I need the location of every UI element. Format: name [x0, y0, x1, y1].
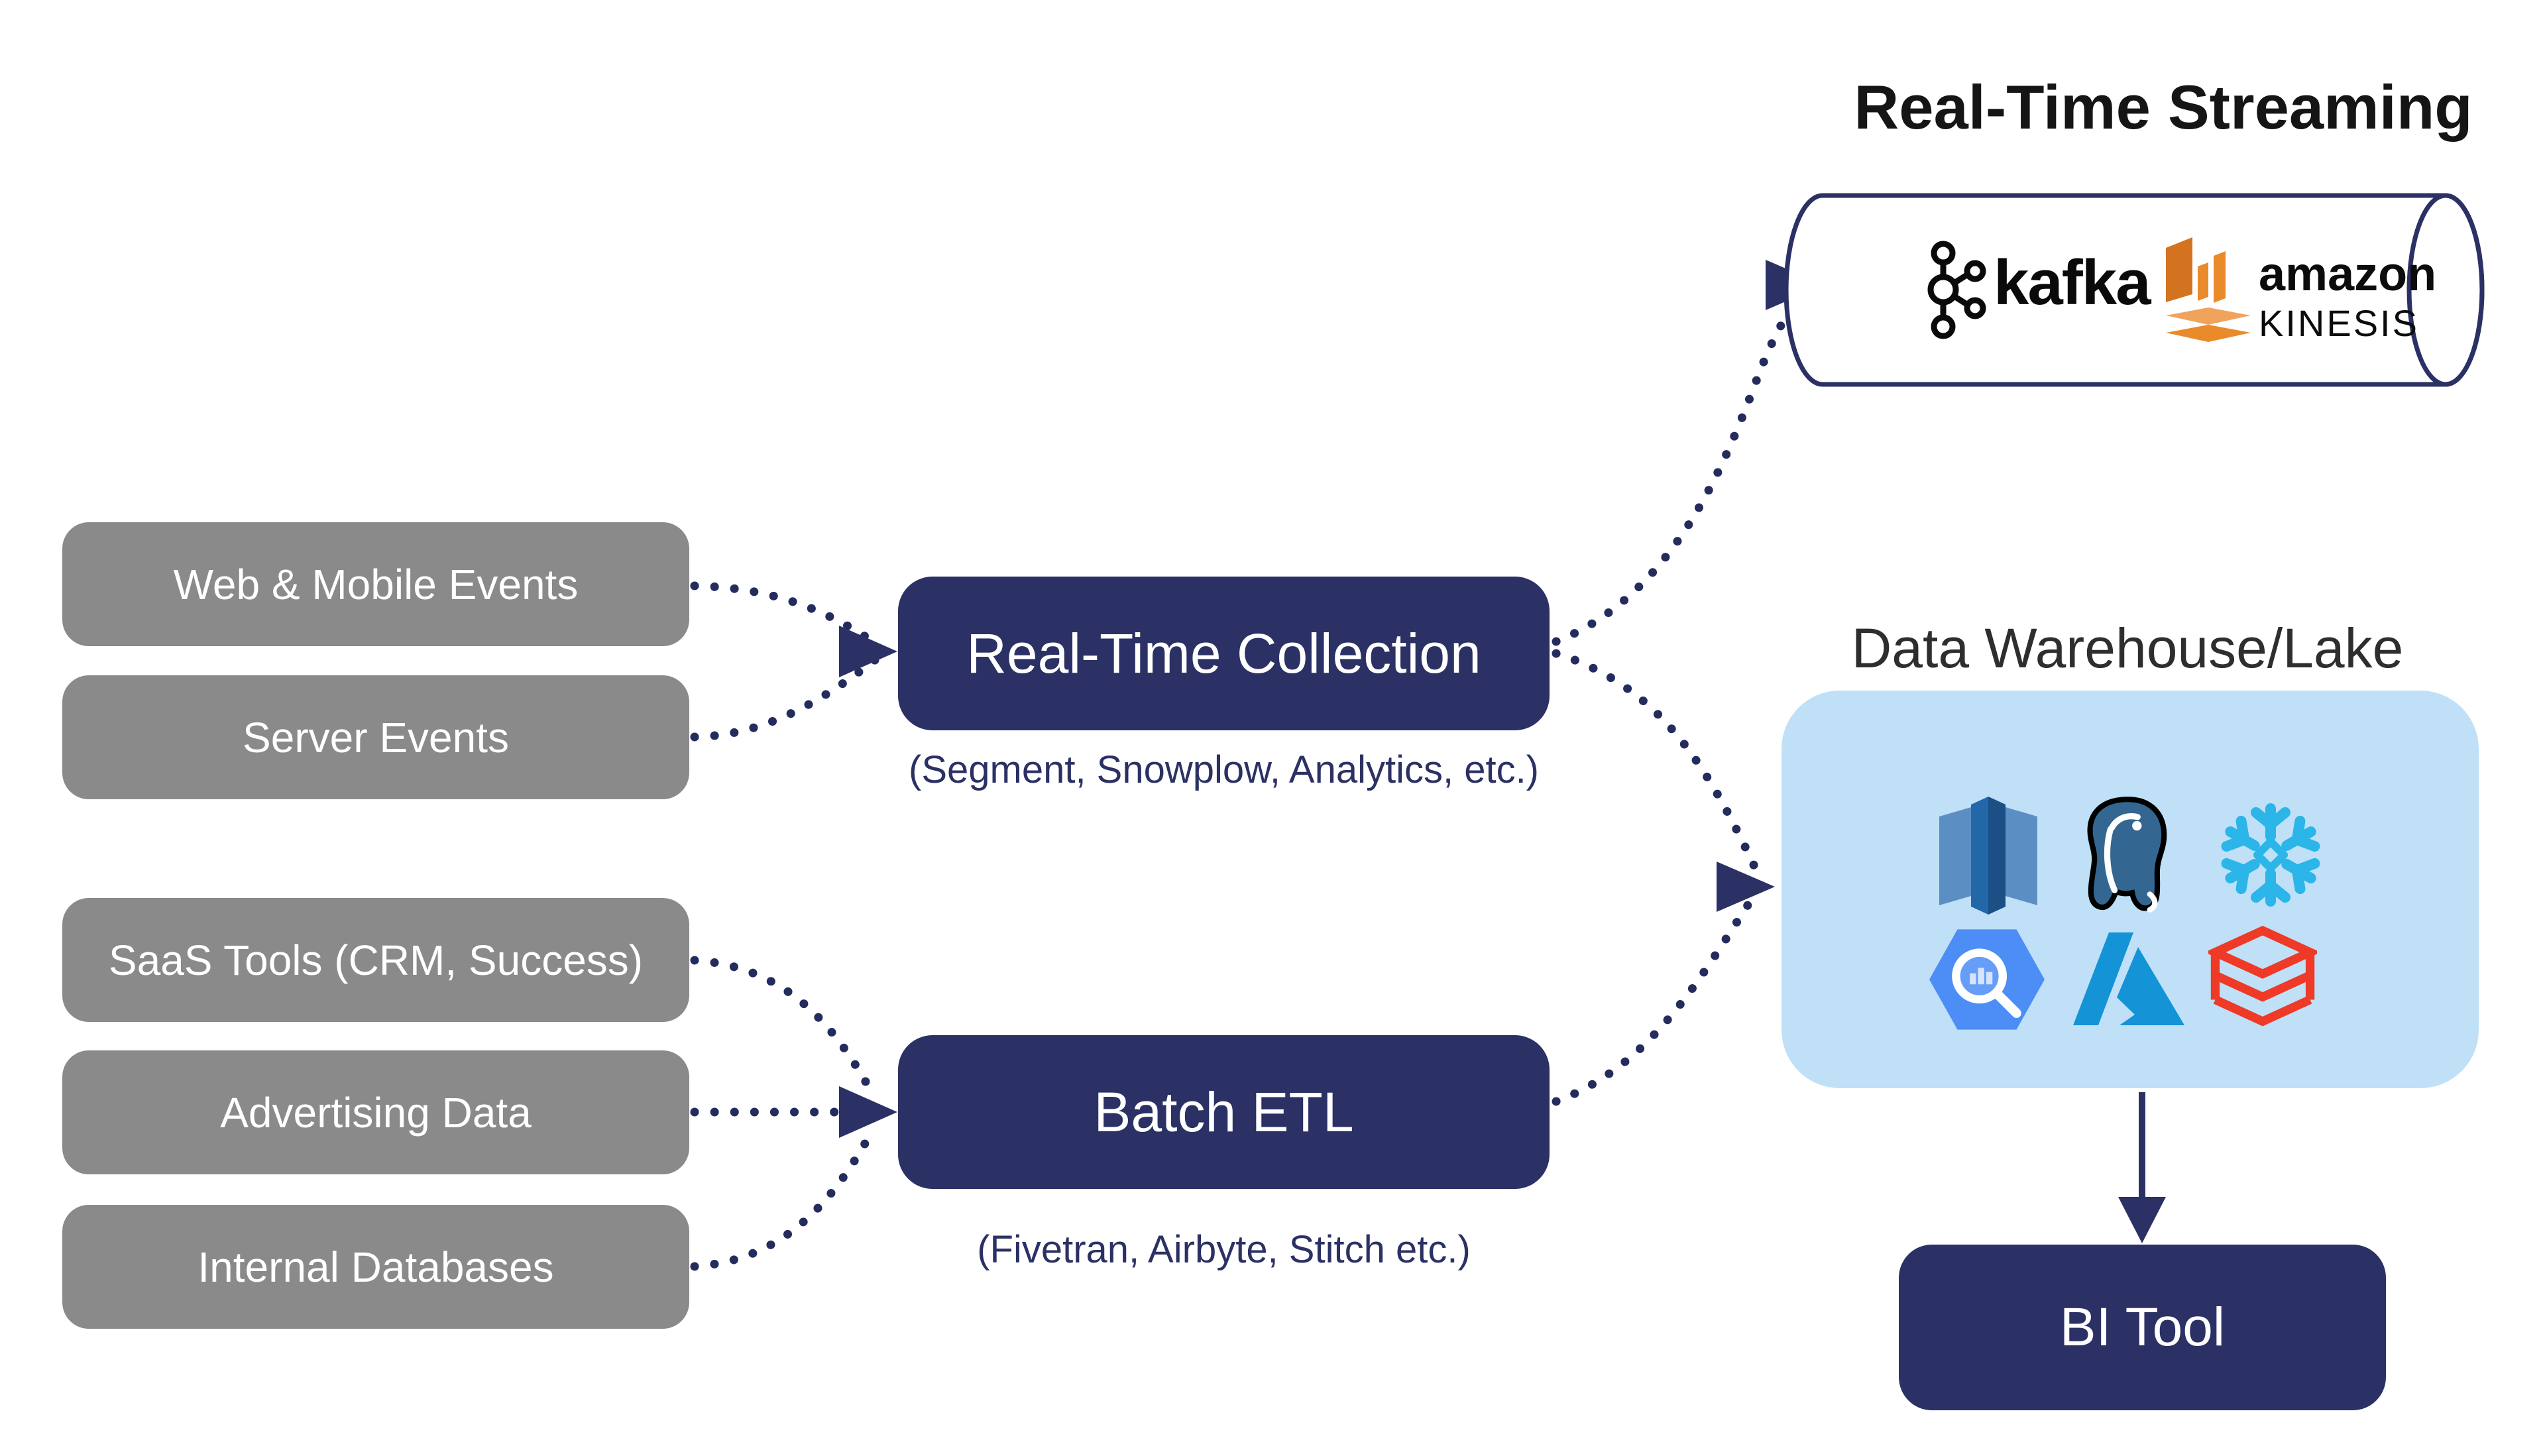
kafka-wordmark: kafka [1994, 247, 2151, 318]
kafka-icon [1927, 241, 1986, 339]
edge-server-to-realtime [690, 655, 879, 742]
warehouse-title: Data Warehouse/Lake [1851, 617, 2404, 679]
kinesis-brand-text: amazon [2259, 248, 2437, 301]
google-bigquery-icon [1929, 929, 2045, 1030]
source-box-advertising-data: Advertising Data [62, 1050, 689, 1174]
edge-realtime-to-streaming [1552, 282, 1818, 646]
arrowhead-into-bi [2118, 1197, 2166, 1243]
source-box-server-events: Server Events [62, 675, 689, 799]
edge-saas-to-batch [690, 956, 877, 1098]
edge-web-to-realtime [690, 581, 879, 647]
edge-dbs-to-batch [690, 1126, 877, 1271]
postgresql-icon [2087, 797, 2167, 913]
edge-realtime-to-warehouse [1552, 649, 1762, 878]
bi-tool-box: BI Tool [1899, 1245, 2386, 1410]
batch-etl-subtitle: (Fivetran, Airbyte, Stitch etc.) [977, 1228, 1471, 1271]
batch-etl-box: Batch ETL [898, 1035, 1550, 1189]
realtime-collection-box: Real-Time Collection [898, 577, 1550, 730]
edge-batch-to-warehouse [1552, 891, 1758, 1106]
arrowhead-into-batch [839, 1086, 897, 1138]
source-box-saas-tools: SaaS Tools (CRM, Success) [62, 898, 689, 1022]
arrowhead-into-warehouse [1717, 862, 1775, 912]
snowflake-icon [2221, 803, 2320, 907]
amazon-kinesis-icon [2166, 237, 2251, 342]
kinesis-name-text: KINESIS [2259, 302, 2419, 344]
arrowhead-into-realtime [839, 626, 897, 677]
kinesis-wordmark: amazon KINESIS [2259, 251, 2436, 342]
amazon-redshift-icon [1939, 797, 2037, 915]
source-box-internal-databases: Internal Databases [62, 1205, 689, 1329]
streaming-title: Real-Time Streaming [1854, 72, 2473, 142]
cylinder-rim [2406, 193, 2485, 387]
realtime-collection-subtitle: (Segment, Snowplow, Analytics, etc.) [909, 748, 1539, 791]
microsoft-azure-icon [2073, 932, 2184, 1025]
source-box-web-mobile-events: Web & Mobile Events [62, 522, 689, 646]
databricks-icon [2208, 925, 2317, 1027]
